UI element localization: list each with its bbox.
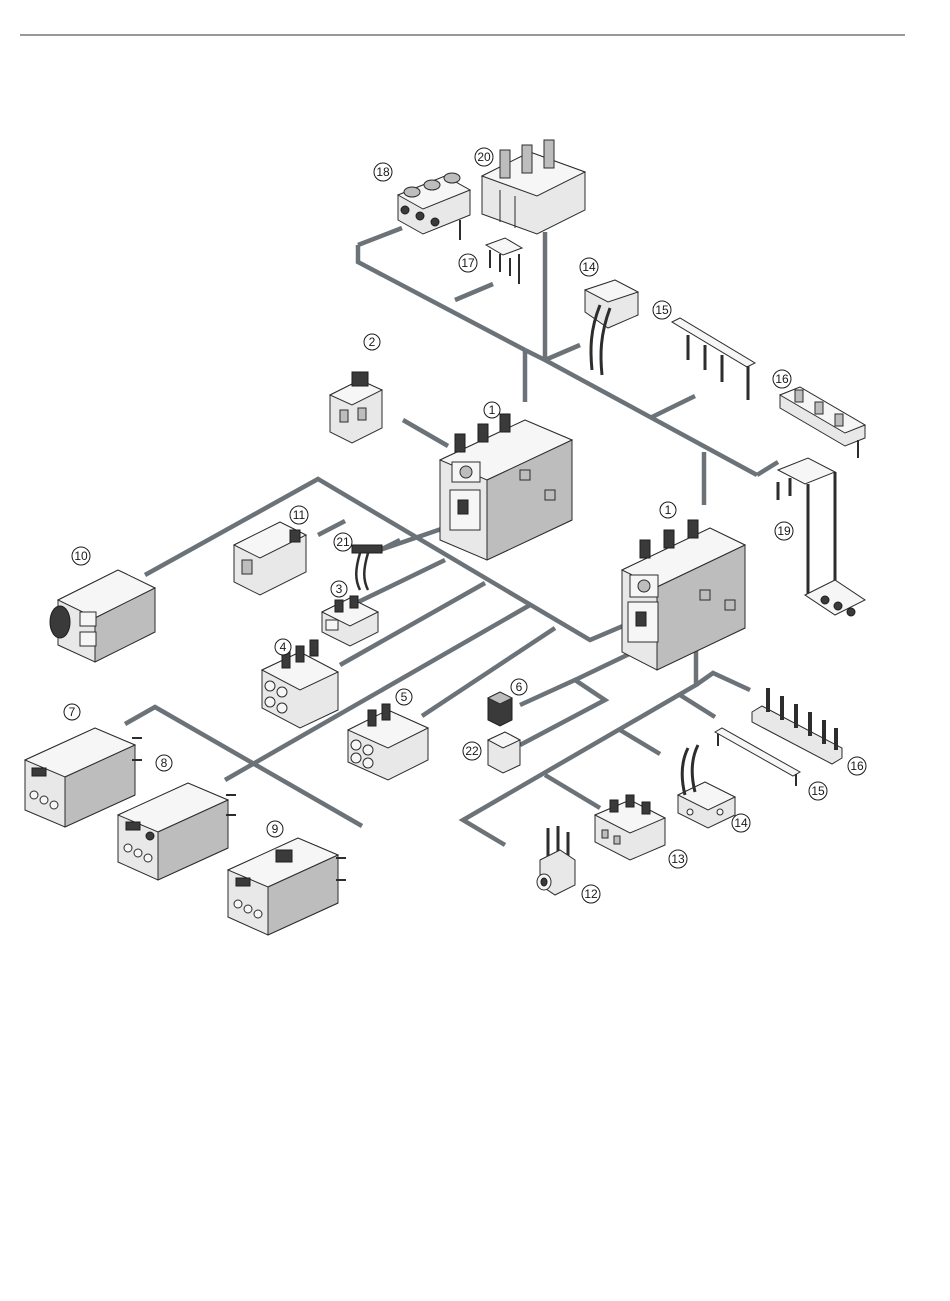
svg-text:1: 1 — [665, 503, 672, 517]
svg-text:1: 1 — [489, 403, 496, 417]
part-1-contactor-right — [622, 520, 745, 670]
svg-text:9: 9 — [272, 822, 279, 836]
callout-10: 10 — [72, 547, 90, 565]
svg-text:14: 14 — [734, 816, 748, 830]
callout-12: 12 — [582, 885, 600, 903]
part-20-cover — [482, 140, 585, 234]
svg-text:2: 2 — [369, 335, 376, 349]
callout-14-bottom: 14 — [732, 814, 750, 832]
callout-14-top: 14 — [580, 258, 598, 276]
svg-text:11: 11 — [293, 508, 306, 522]
callout-13: 13 — [669, 850, 687, 868]
svg-text:12: 12 — [584, 887, 598, 901]
svg-text:18: 18 — [376, 165, 390, 179]
callout-4: 4 — [275, 639, 291, 655]
part-6-small-module — [488, 692, 512, 726]
callout-6: 6 — [511, 679, 527, 695]
callout-1-right: 1 — [660, 502, 676, 518]
part-14-bottom-bracket — [678, 745, 735, 828]
svg-text:21: 21 — [336, 535, 350, 549]
svg-text:13: 13 — [671, 852, 685, 866]
part-17-link — [486, 238, 522, 284]
part-15-top-bar — [672, 318, 755, 400]
svg-text:15: 15 — [655, 303, 669, 317]
svg-text:16: 16 — [775, 372, 789, 386]
callout-9: 9 — [267, 821, 283, 837]
part-4-aux-block — [262, 640, 338, 728]
part-3-aux-block — [322, 596, 378, 646]
svg-text:15: 15 — [811, 784, 825, 798]
callout-1-top: 1 — [484, 402, 500, 418]
part-1-contactor-top — [440, 414, 572, 560]
part-21-wire-link — [352, 545, 382, 590]
part-2-aux-module — [330, 372, 382, 443]
callout-17: 17 — [459, 254, 477, 272]
callout-20: 20 — [475, 148, 493, 166]
svg-text:3: 3 — [336, 582, 343, 596]
callout-2: 2 — [364, 334, 380, 350]
part-16-top-bar — [780, 387, 865, 458]
part-10-timer-module — [50, 570, 155, 662]
svg-text:8: 8 — [161, 756, 168, 770]
callout-15-top: 15 — [653, 301, 671, 319]
svg-text:19: 19 — [777, 524, 791, 538]
svg-text:22: 22 — [465, 744, 479, 758]
svg-text:5: 5 — [401, 690, 408, 704]
part-22-small-module — [488, 732, 520, 773]
svg-text:14: 14 — [582, 260, 596, 274]
svg-text:6: 6 — [516, 680, 523, 694]
callout-15-bottom: 15 — [809, 782, 827, 800]
svg-text:10: 10 — [74, 549, 88, 563]
callout-3: 3 — [331, 581, 347, 597]
svg-text:16: 16 — [850, 759, 864, 773]
svg-text:17: 17 — [461, 256, 475, 270]
part-9-overload-relay — [228, 838, 346, 935]
part-13-terminal-cover — [595, 795, 665, 860]
callout-21: 21 — [334, 533, 352, 551]
part-5-aux-block — [348, 704, 428, 780]
part-18-terminal-block — [398, 173, 470, 240]
callout-18: 18 — [374, 163, 392, 181]
callout-19: 19 — [775, 522, 793, 540]
callout-22: 22 — [463, 742, 481, 760]
callout-7: 7 — [64, 704, 80, 720]
part-8-overload-relay — [118, 783, 236, 880]
callout-5: 5 — [396, 689, 412, 705]
svg-text:7: 7 — [69, 705, 76, 719]
part-11-module — [234, 522, 306, 595]
part-14-top-bracket — [585, 280, 638, 375]
callout-8: 8 — [156, 755, 172, 771]
callout-16-bottom: 16 — [848, 757, 866, 775]
svg-text:20: 20 — [477, 150, 491, 164]
callout-16-top: 16 — [773, 370, 791, 388]
part-12-connector — [537, 826, 575, 895]
svg-text:4: 4 — [280, 640, 287, 654]
callout-11: 11 — [290, 506, 308, 524]
